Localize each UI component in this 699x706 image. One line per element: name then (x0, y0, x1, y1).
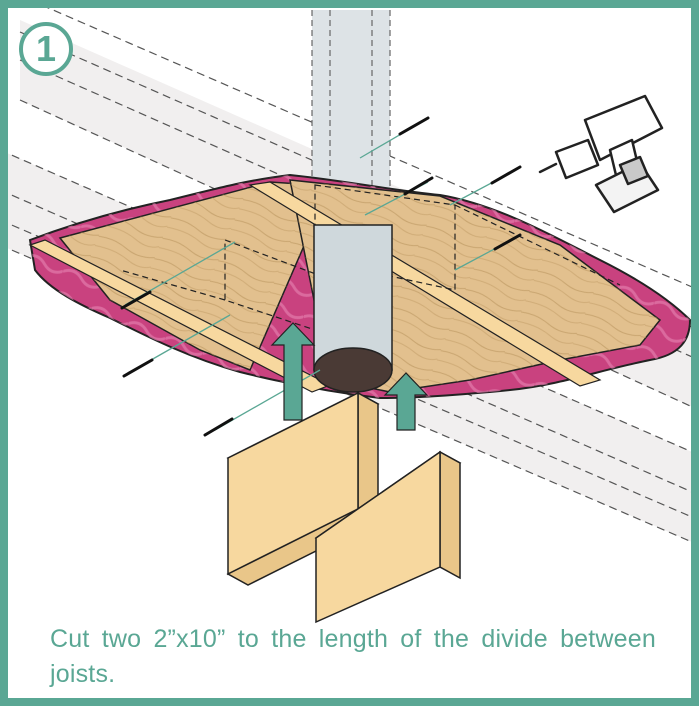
step-caption: Cut two 2”x10” to the length of the divi… (50, 625, 656, 688)
screw-icon (120, 116, 522, 437)
cordless-drill-icon (538, 94, 664, 214)
lumber-block-right (314, 450, 462, 624)
up-arrow-icon (270, 322, 429, 431)
pipe-opening (313, 347, 393, 393)
pipe-lower (313, 224, 393, 393)
step-number-badge: 1 (19, 22, 73, 76)
